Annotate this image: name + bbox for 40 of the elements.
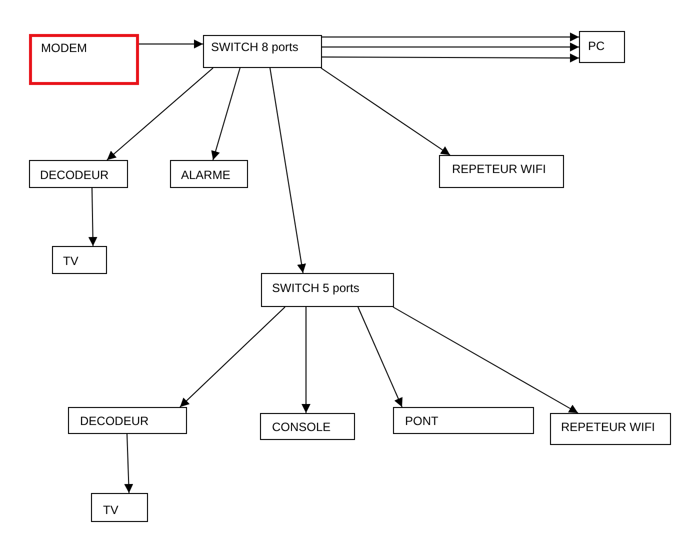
arrow (138, 40, 204, 48)
device-label: MODEM (41, 41, 87, 55)
device-box (91, 493, 148, 522)
device-label: DECODEUR (80, 414, 149, 428)
device-box (579, 31, 625, 63)
device-box (439, 155, 564, 188)
arrow (322, 42, 580, 52)
device-label: PC (588, 39, 605, 53)
arrow (358, 306, 402, 408)
device-box (203, 35, 322, 68)
device-box (550, 413, 671, 445)
device-label: REPETEUR WIFI (452, 162, 546, 176)
device-box (393, 407, 534, 434)
arrow (106, 68, 214, 160)
arrow (180, 306, 286, 408)
device-label: DECODEUR (40, 168, 109, 182)
device-label: TV (63, 254, 78, 268)
device-label: SWITCH 5 ports (272, 281, 360, 295)
device-label: REPETEUR WIFI (561, 420, 656, 434)
device-label: SWITCH 8 ports (211, 40, 298, 54)
arrow (392, 306, 578, 414)
arrow (88, 188, 98, 246)
arrow (320, 68, 450, 156)
device-box (170, 160, 248, 188)
device-label: PONT (405, 414, 438, 428)
arrow (211, 68, 240, 160)
device-label: ALARME (181, 168, 230, 182)
device-box (261, 273, 394, 307)
arrow (302, 306, 310, 414)
device-label: CONSOLE (272, 420, 331, 434)
arrow (322, 53, 580, 62)
device-box (29, 160, 128, 188)
arrow (124, 434, 134, 494)
device-label: TV (103, 503, 118, 517)
arrow (322, 32, 580, 42)
device-box (68, 407, 187, 434)
device-box (52, 246, 107, 274)
arrow (270, 68, 306, 274)
device-box (260, 413, 355, 440)
device-box (29, 34, 139, 85)
